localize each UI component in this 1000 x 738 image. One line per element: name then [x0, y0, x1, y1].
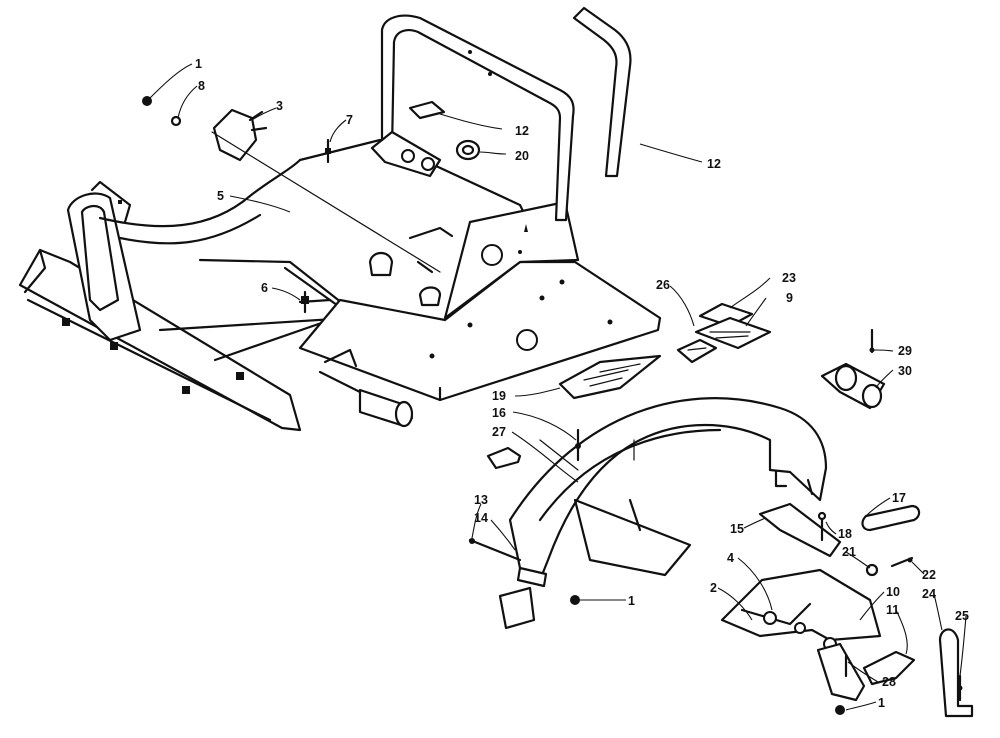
- callout-17: 17: [892, 491, 906, 505]
- callout-6: 6: [261, 281, 268, 295]
- callout-9: 9: [786, 291, 793, 305]
- throttle-block-icon: [212, 108, 258, 162]
- decal-26: [676, 338, 718, 364]
- callout-24: 24: [922, 587, 936, 601]
- callout-labels: 1 8 3 7 12 20 12 5 6 26 23 9 29 30 19 16…: [195, 57, 969, 710]
- washer-icon: [170, 115, 182, 127]
- callout-7: 7: [346, 113, 353, 127]
- pad-icon: [408, 100, 446, 120]
- rear-fender: [508, 397, 828, 588]
- hitch-assembly: [720, 568, 974, 718]
- hardware-upper: [142, 96, 481, 314]
- callout-5: 5: [217, 189, 224, 203]
- callout-23: 23: [782, 271, 796, 285]
- callout-22: 22: [922, 568, 936, 582]
- callout-19: 19: [492, 389, 506, 403]
- callout-10: 10: [886, 585, 900, 599]
- callout-20: 20: [515, 149, 529, 163]
- callout-26: 26: [656, 278, 670, 292]
- callout-13: 13: [474, 493, 488, 507]
- callout-1-hitch: 1: [878, 696, 885, 710]
- callout-1-fender: 1: [628, 594, 635, 608]
- decal-19: [558, 354, 662, 400]
- callout-2: 2: [710, 581, 717, 595]
- callout-29: 29: [898, 344, 912, 358]
- callout-14: 14: [474, 511, 488, 525]
- callout-1: 1: [195, 57, 202, 71]
- callout-11: 11: [886, 603, 899, 617]
- nut-icon: [142, 96, 152, 106]
- callout-18: 18: [838, 527, 852, 541]
- shock-cylinder: [820, 328, 886, 410]
- chassis-frame: [18, 14, 662, 432]
- callout-21: 21: [842, 545, 856, 559]
- callout-8: 8: [198, 79, 205, 93]
- decal-9: [694, 316, 772, 350]
- callout-3: 3: [276, 99, 283, 113]
- callout-15: 15: [730, 522, 744, 536]
- callout-12-pad: 12: [707, 157, 721, 171]
- callout-28: 28: [882, 675, 896, 689]
- handlebar-pad-12: [572, 6, 632, 178]
- callout-25: 25: [955, 609, 969, 623]
- callout-12-upper: 12: [515, 124, 529, 138]
- callout-27: 27: [492, 425, 506, 439]
- decals: [558, 302, 772, 400]
- callout-16: 16: [492, 406, 506, 420]
- callout-4: 4: [727, 551, 734, 565]
- leader-lines: [149, 63, 967, 711]
- callout-30: 30: [898, 364, 912, 378]
